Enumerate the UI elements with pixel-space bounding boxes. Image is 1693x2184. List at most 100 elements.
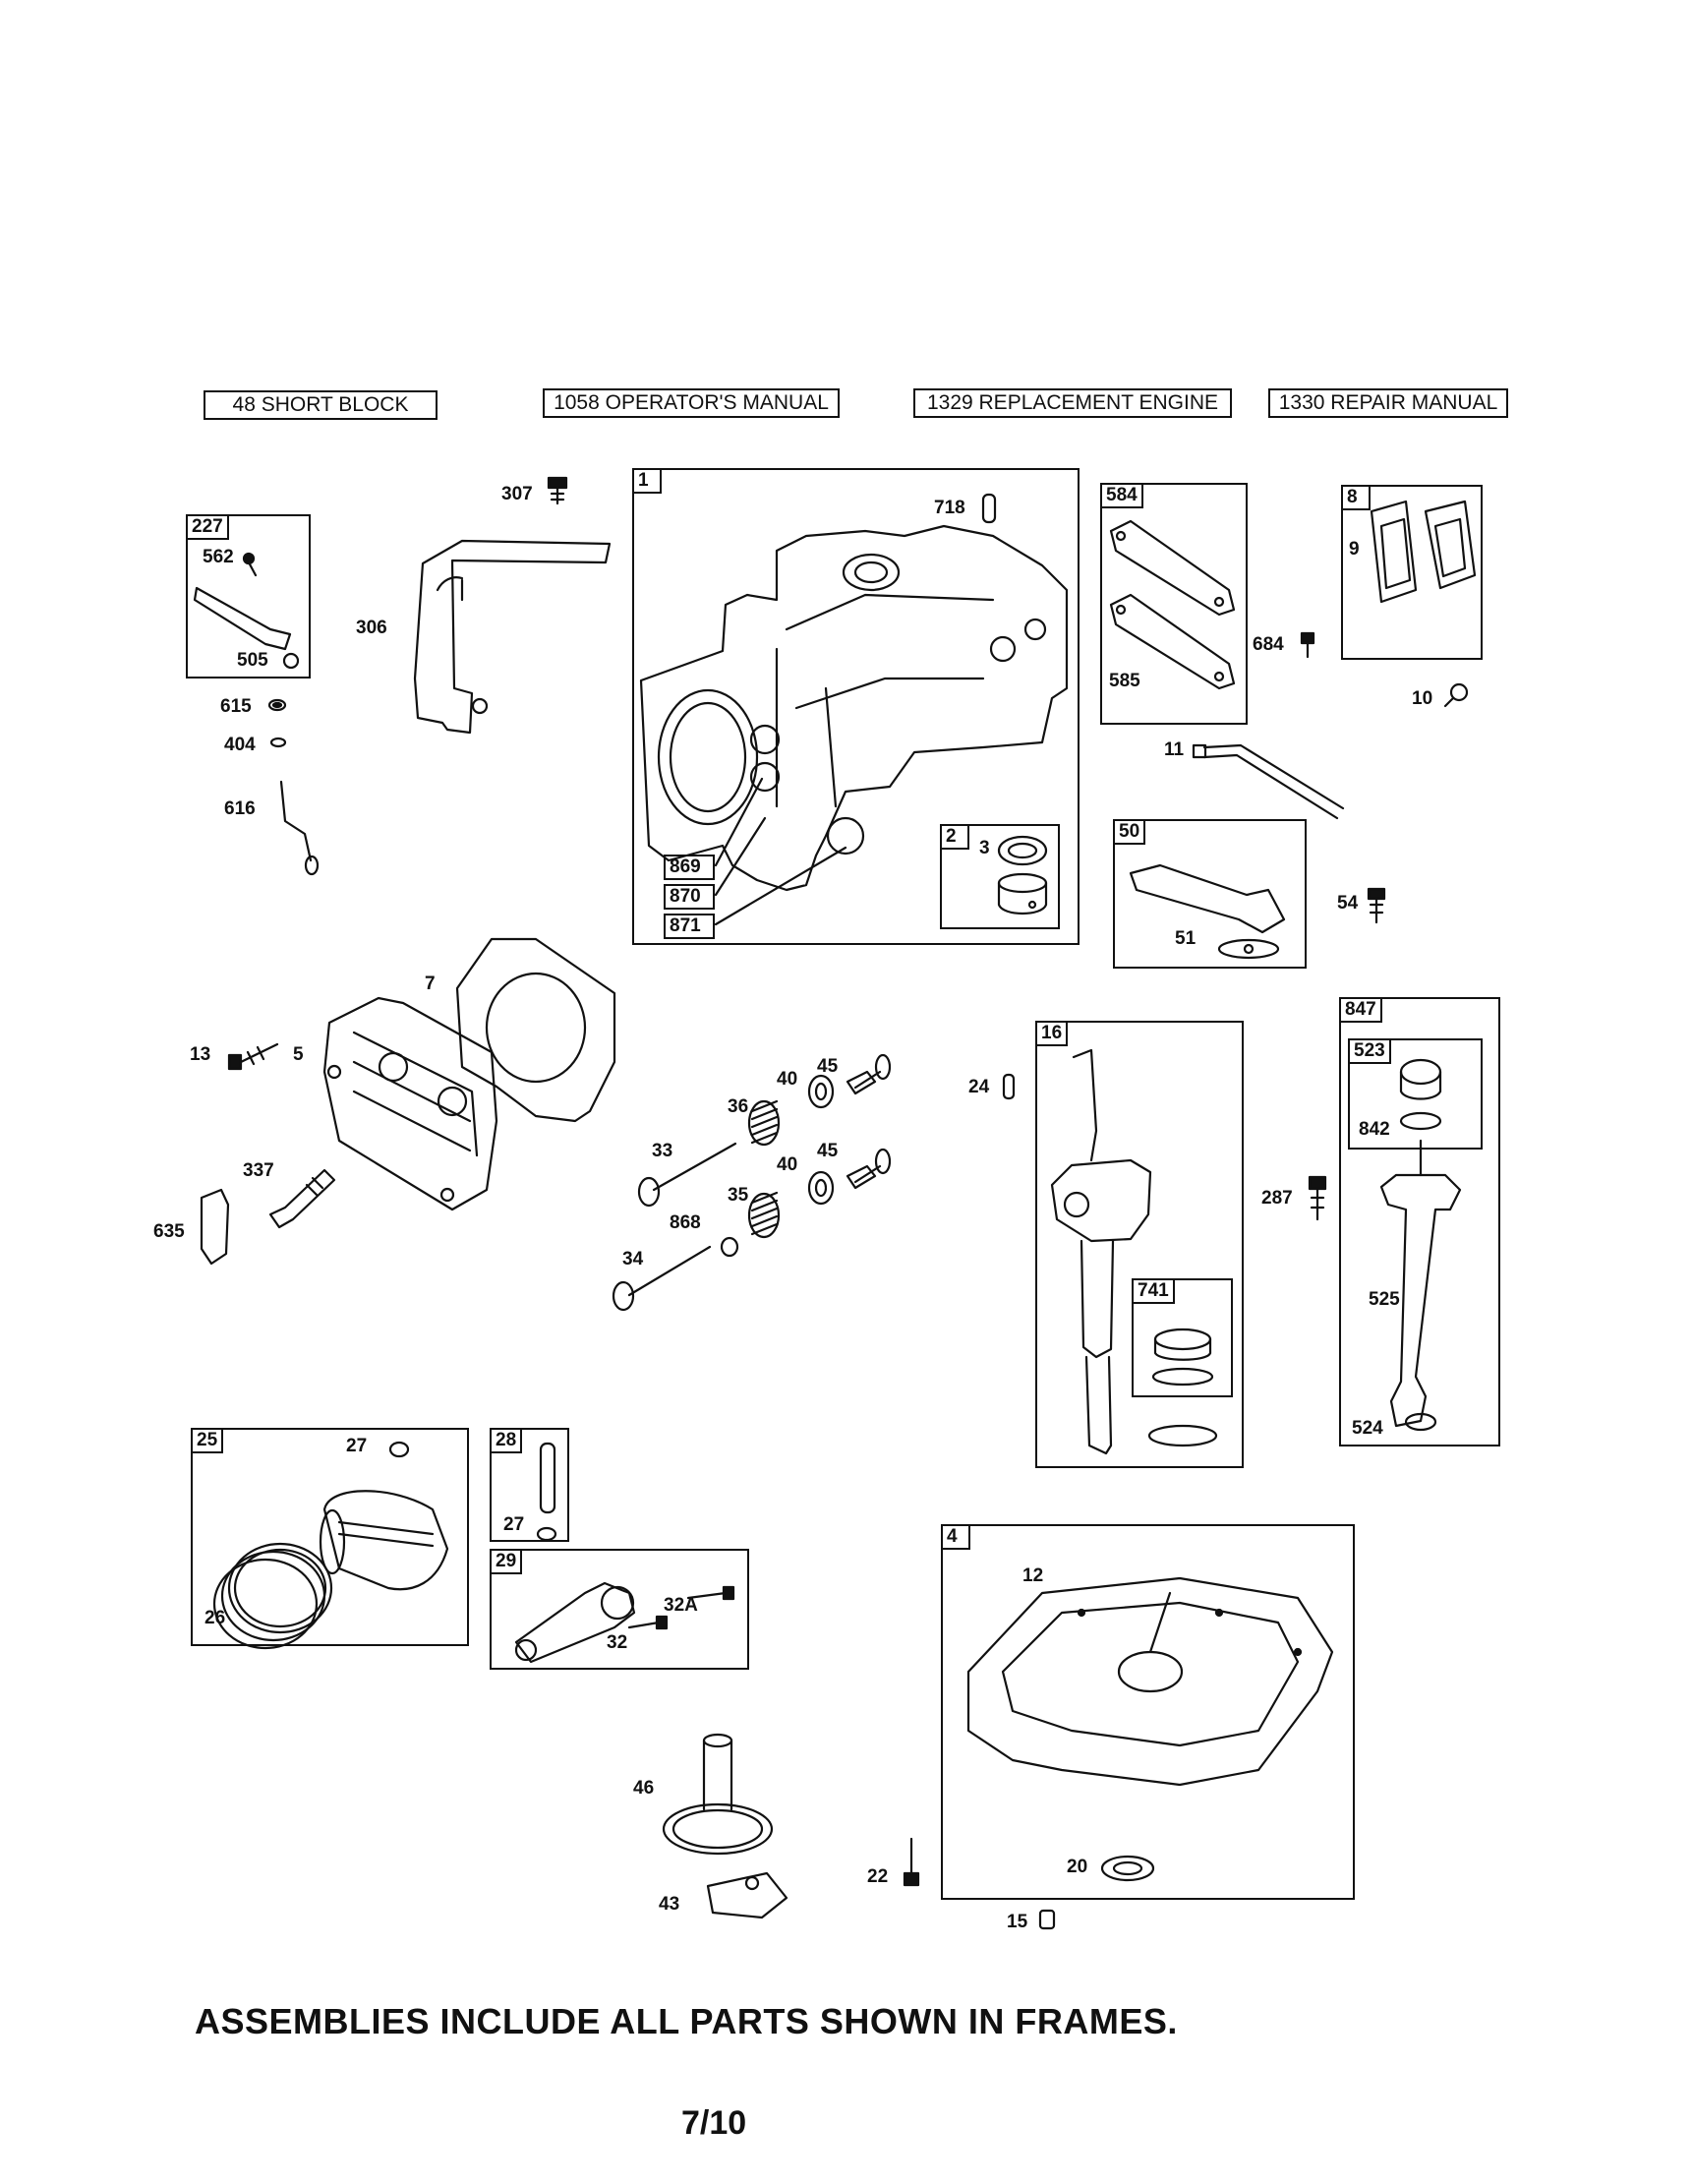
- label-524: 524: [1352, 1418, 1383, 1439]
- label-15: 15: [1007, 1912, 1028, 1932]
- box-870: 870: [664, 884, 715, 910]
- label-40-upper: 40: [777, 1069, 798, 1090]
- operators-manual-header: 1058 OPERATOR'S MANUAL: [543, 388, 840, 418]
- label-562: 562: [203, 547, 234, 567]
- label-525: 525: [1369, 1289, 1400, 1310]
- governor-icon: [706, 1871, 788, 1919]
- breather-gasket-icon: [1370, 500, 1418, 604]
- crankshaft-icon: [1050, 1048, 1152, 1455]
- label-842: 842: [1359, 1119, 1390, 1140]
- frame-584: [1100, 483, 1248, 725]
- plug-15-icon: [1038, 1909, 1056, 1930]
- label-7: 7: [425, 974, 436, 994]
- label-12: 12: [1022, 1565, 1044, 1586]
- label-616: 616: [224, 798, 256, 819]
- label-306: 306: [356, 618, 387, 638]
- lever-227-icon: [193, 552, 300, 670]
- seal-868-icon: [720, 1236, 739, 1258]
- frame-2: [940, 824, 1060, 929]
- frame-28: [490, 1428, 569, 1542]
- tube-11-icon: [1192, 743, 1345, 820]
- clip-27a-icon: [388, 1441, 410, 1458]
- label-51: 51: [1175, 928, 1197, 949]
- piston-icon: [319, 1490, 449, 1591]
- rotator-45a-icon: [846, 1053, 892, 1095]
- dipstick-cap-icon: [1399, 1058, 1442, 1100]
- camshaft-gear-icon: [662, 1733, 774, 1856]
- label-32a: 32A: [664, 1595, 698, 1616]
- frame-584-number: 584: [1100, 483, 1143, 508]
- oring-842-icon: [1399, 1111, 1442, 1131]
- label-54: 54: [1337, 893, 1359, 914]
- label-27-piston: 27: [346, 1436, 368, 1456]
- label-35: 35: [728, 1185, 749, 1206]
- page-number: 7/10: [681, 2104, 747, 2142]
- seal-20-icon: [1100, 1855, 1155, 1882]
- valve-upper-icon: [637, 1142, 737, 1208]
- label-22: 22: [867, 1866, 889, 1887]
- clip-27b-icon: [536, 1526, 557, 1542]
- gear-741-icon: [1153, 1328, 1212, 1361]
- washer-615-icon: [267, 698, 287, 712]
- label-10: 10: [1412, 688, 1433, 709]
- label-9: 9: [1349, 539, 1360, 560]
- frame-29: [490, 1549, 749, 1670]
- shield-306-icon: [413, 539, 612, 735]
- frame-8: [1341, 485, 1483, 660]
- assemblies-note: ASSEMBLIES INCLUDE ALL PARTS SHOWN IN FR…: [195, 2001, 1178, 2041]
- label-43: 43: [659, 1894, 680, 1915]
- short-block-header: 48 SHORT BLOCK: [204, 390, 438, 420]
- frame-2-number: 2: [940, 824, 969, 850]
- label-34: 34: [622, 1249, 644, 1269]
- frame-847: [1339, 997, 1500, 1446]
- box-871: 871: [664, 914, 715, 939]
- seal-3-icon: [997, 835, 1048, 866]
- link-616-icon: [279, 780, 320, 876]
- label-20: 20: [1067, 1857, 1088, 1877]
- dipstick-tube-525-icon: [1379, 1139, 1462, 1428]
- label-404: 404: [224, 735, 256, 755]
- label-13: 13: [190, 1044, 211, 1065]
- label-33: 33: [652, 1141, 673, 1161]
- cylinder-block-icon: [639, 524, 1069, 892]
- frame-847-number: 847: [1339, 997, 1382, 1023]
- label-718: 718: [934, 498, 965, 518]
- oring-524-icon: [1404, 1412, 1437, 1432]
- bolt-307-icon: [547, 476, 568, 505]
- gasket-51-icon: [1217, 938, 1280, 960]
- frame-741-number: 741: [1132, 1278, 1175, 1304]
- sump-cover-icon: [966, 1576, 1334, 1787]
- connecting-rod-icon: [514, 1581, 636, 1664]
- label-5: 5: [293, 1044, 304, 1065]
- label-36: 36: [728, 1096, 749, 1117]
- cylinder-head-icon: [322, 996, 498, 1211]
- label-337: 337: [243, 1160, 274, 1181]
- frame-227: [186, 514, 311, 679]
- bolt-32a-icon: [686, 1585, 735, 1601]
- frame-523: [1348, 1038, 1483, 1150]
- frame-1: [632, 468, 1080, 945]
- label-40-lower: 40: [777, 1154, 798, 1175]
- retainer-40b-icon: [807, 1170, 835, 1206]
- bushing-icon: [997, 872, 1048, 915]
- breather-cover-icon: [1424, 500, 1477, 590]
- washer-404-icon: [269, 737, 287, 748]
- pin-24-icon: [1002, 1073, 1016, 1100]
- frame-29-number: 29: [490, 1549, 523, 1574]
- retainer-40a-icon: [807, 1074, 835, 1109]
- frame-4: [941, 1524, 1355, 1900]
- dipstick-tube-icon: [1129, 863, 1286, 934]
- frame-227-number: 227: [186, 514, 229, 540]
- piston-rings-icon: [212, 1542, 333, 1650]
- bolt-13-icon: [227, 1042, 279, 1071]
- bolt-287-icon: [1308, 1175, 1327, 1221]
- gasket-584-icon: [1109, 519, 1236, 617]
- screw-10-icon: [1443, 682, 1469, 708]
- label-46: 46: [633, 1778, 655, 1799]
- repair-manual-header: 1330 REPAIR MANUAL: [1268, 388, 1508, 418]
- label-868: 868: [670, 1212, 701, 1233]
- frame-16: [1035, 1021, 1244, 1468]
- frame-25: [191, 1428, 469, 1646]
- label-24: 24: [968, 1077, 990, 1097]
- bolt-54-icon: [1367, 887, 1386, 924]
